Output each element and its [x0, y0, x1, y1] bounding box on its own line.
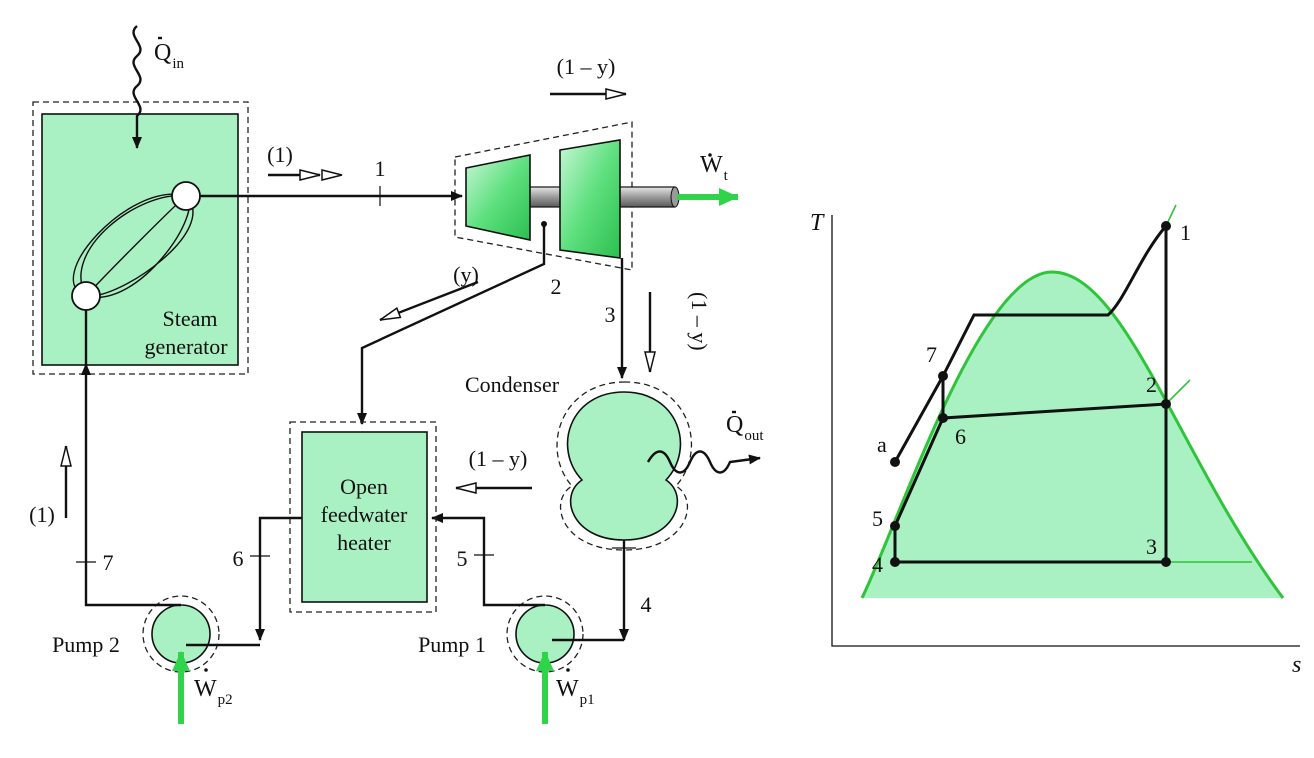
- heat-out-symbol: Qout: [726, 412, 764, 444]
- ts-point-2: [1161, 399, 1171, 409]
- condenser-body: [566, 391, 682, 541]
- ts-label-3: 3: [1146, 534, 1157, 559]
- ts-label-4: 4: [872, 552, 883, 577]
- flow-label-return: (1): [29, 502, 55, 527]
- flow-label-remaining-heater: (1 – y): [469, 446, 528, 471]
- ts-heater-line: [893, 417, 945, 527]
- steam-generator-label-2: generator: [144, 334, 228, 359]
- heat-out-arrow: [646, 450, 761, 474]
- line-state-2: [357, 224, 546, 425]
- flow-label-remaining-top: (1 – y): [557, 54, 616, 79]
- ts-label-a: a: [877, 432, 887, 457]
- heater-label-2: feedwater: [321, 502, 408, 527]
- ts-isobar-a-line: [893, 375, 945, 463]
- lp-turbine-stage: [559, 139, 621, 259]
- flow-label-unit: (1): [267, 142, 293, 167]
- ts-point-3: [1161, 557, 1171, 567]
- state-3-label: 3: [605, 302, 616, 327]
- heater-boundary: [289, 421, 437, 613]
- ts-point-7: [938, 371, 948, 381]
- heat-in-arrow: [132, 25, 142, 149]
- pump-1-label: Pump 1: [418, 632, 486, 657]
- pump-2-work-dot: [204, 668, 208, 672]
- ts-label-2: 2: [1146, 372, 1157, 397]
- steam-generator-box: [41, 113, 239, 366]
- pump-2-work-symbol: Wp2: [194, 676, 233, 708]
- ts-label-6: 6: [955, 424, 966, 449]
- ts-axis-y-label: T: [810, 210, 825, 236]
- heater-box: [301, 431, 428, 603]
- heater-label-1: Open: [340, 474, 388, 499]
- ts-point-1: [1161, 221, 1171, 231]
- line-state-7: [81, 363, 181, 607]
- flow-label-extracted: (y): [453, 262, 479, 287]
- ts-label-5: 5: [872, 506, 883, 531]
- heater-label-3: heater: [337, 530, 391, 555]
- pump-1-boundary: [506, 595, 584, 673]
- turbine-work-dot: [708, 153, 712, 157]
- ts-label-7: 7: [926, 342, 937, 367]
- steam-generator-label-1: Steam: [163, 306, 218, 331]
- line-state-5: [431, 513, 545, 607]
- state-4-label: 4: [641, 592, 652, 617]
- open-feedwater-heater: Open feedwater heater: [289, 421, 437, 613]
- state-2-label: 2: [551, 274, 562, 299]
- steam-outlet-header: [171, 181, 201, 211]
- pump-1-work-dot: [566, 668, 570, 672]
- turbine: [454, 121, 680, 271]
- flow-label-remaining-vertical: (1 – y): [687, 292, 712, 351]
- turbine-boundary: [454, 121, 633, 271]
- ts-point-4: [890, 557, 900, 567]
- ts-axes: [831, 215, 1300, 647]
- flow-arrow-extracted: [379, 280, 479, 322]
- ts-label-1: 1: [1180, 220, 1191, 245]
- steam-generator: Steam generator: [32, 101, 249, 375]
- state-5-label: 5: [457, 546, 468, 571]
- turbine-work-symbol: Wt: [700, 152, 729, 184]
- ts-point-a: [890, 457, 900, 467]
- ts-point-5: [890, 521, 900, 531]
- heat-in-symbol: Qin: [154, 40, 185, 72]
- ts-point-6: [938, 413, 948, 423]
- ts-two-phase-region: [862, 272, 1283, 598]
- condenser-label: Condenser: [465, 372, 560, 397]
- pump-1-work-symbol: Wp1: [556, 676, 595, 708]
- line-state-6: [255, 516, 302, 641]
- state-1-label: 1: [375, 156, 386, 181]
- hp-turbine-stage: [465, 154, 531, 241]
- water-inlet-header: [71, 281, 101, 311]
- steam-generator-boundary: [32, 101, 249, 375]
- ts-saturation-dome: [860, 270, 1285, 599]
- ts-diagram: T s 1 2 3 4 5 6 7 a: [810, 204, 1301, 678]
- pump-2-boundary: [142, 595, 220, 673]
- ts-axis-x-label: s: [1292, 652, 1301, 678]
- state-6-label: 6: [233, 546, 244, 571]
- ts-isobar-mid-ext: [1165, 379, 1191, 405]
- state-7-label: 7: [103, 550, 114, 575]
- pump-2-label: Pump 2: [52, 632, 120, 657]
